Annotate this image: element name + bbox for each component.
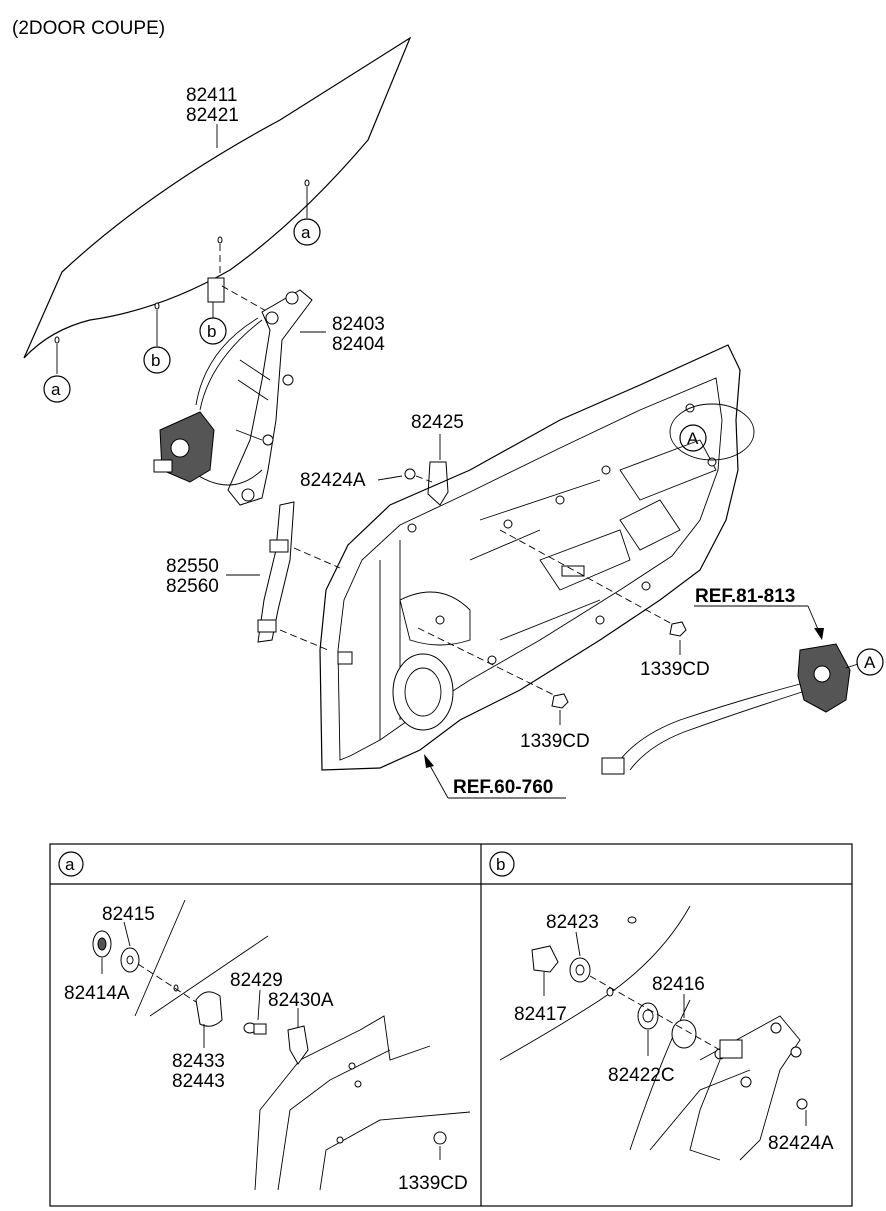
label-1339cd-lower: 1339CD (520, 731, 590, 752)
detail-a-header: a (58, 851, 84, 877)
svg-text:b: b (496, 855, 505, 874)
detail-box (49, 843, 853, 1207)
svg-text:A: A (687, 429, 699, 448)
detail-b-regulator (649, 1015, 802, 1161)
nut-1339cd-upper (669, 621, 687, 655)
detail-a-parts (92, 930, 447, 1145)
detail-b-header: b (489, 851, 515, 877)
rear-channel (257, 501, 295, 643)
label-82416: 82416 (652, 974, 705, 995)
diagram-title: (2DOOR COUPE) (12, 18, 165, 39)
svg-text:b: b (151, 351, 160, 370)
label-82404: 82404 (332, 334, 385, 355)
callout-b-left: b (143, 346, 171, 374)
label-82421: 82421 (186, 105, 239, 126)
label-82403: 82403 (332, 314, 385, 335)
callout-A-latch: A (856, 648, 884, 676)
svg-text:b: b (207, 322, 216, 341)
svg-text:a: a (65, 855, 75, 874)
glass-pin-a-lower (54, 336, 60, 374)
label-82424A-detail: 82424A (768, 1133, 834, 1154)
label-82443: 82443 (172, 1071, 225, 1092)
bolt-82424A (404, 468, 433, 483)
label-82415: 82415 (102, 904, 155, 925)
label-1339cd-upper: 1339CD (640, 659, 710, 680)
label-82429: 82429 (230, 970, 283, 991)
door-glass (23, 36, 412, 359)
label-82411: 82411 (186, 85, 237, 106)
ref-60-760: REF.60-760 (453, 777, 553, 798)
label-82425: 82425 (411, 412, 464, 433)
label-82424A: 82424A (300, 470, 366, 491)
label-1339cd-detail: 1339CD (398, 1173, 468, 1194)
detail-a-panel-edge (254, 1015, 471, 1191)
svg-text:a: a (51, 380, 61, 399)
svg-text:a: a (301, 223, 311, 242)
callout-a-lower: a (43, 375, 71, 403)
callout-b-right: b (199, 317, 227, 345)
ref-60-760-arrow (424, 754, 566, 799)
window-regulator (189, 289, 313, 506)
door-latch-assembly (601, 643, 851, 775)
label-82423: 82423 (546, 912, 599, 933)
nut-1339cd-lower (551, 693, 569, 725)
label-82550: 82550 (166, 556, 219, 577)
detail-b-parts (531, 945, 808, 1110)
detail-a-glass-edge (134, 899, 269, 1017)
door-inner-panel (319, 344, 741, 771)
callout-A-panel: A (669, 403, 755, 461)
ref-81-813: REF.81-813 (695, 586, 795, 607)
label-82414A: 82414A (64, 983, 130, 1004)
label-82422C: 82422C (608, 1065, 675, 1086)
glass-pin-b-left (154, 302, 160, 346)
svg-text:A: A (864, 653, 876, 672)
label-82417: 82417 (514, 1004, 567, 1025)
glass-pin-a-upper (304, 179, 310, 218)
callout-a-upper: a (293, 218, 321, 246)
regulator-motor (153, 411, 215, 483)
label-82433: 82433 (172, 1051, 225, 1072)
label-82430A: 82430A (268, 990, 334, 1011)
label-82560: 82560 (166, 576, 219, 597)
detail-b-glass-edge (499, 905, 691, 1151)
glass-pin-b-right (207, 236, 225, 318)
